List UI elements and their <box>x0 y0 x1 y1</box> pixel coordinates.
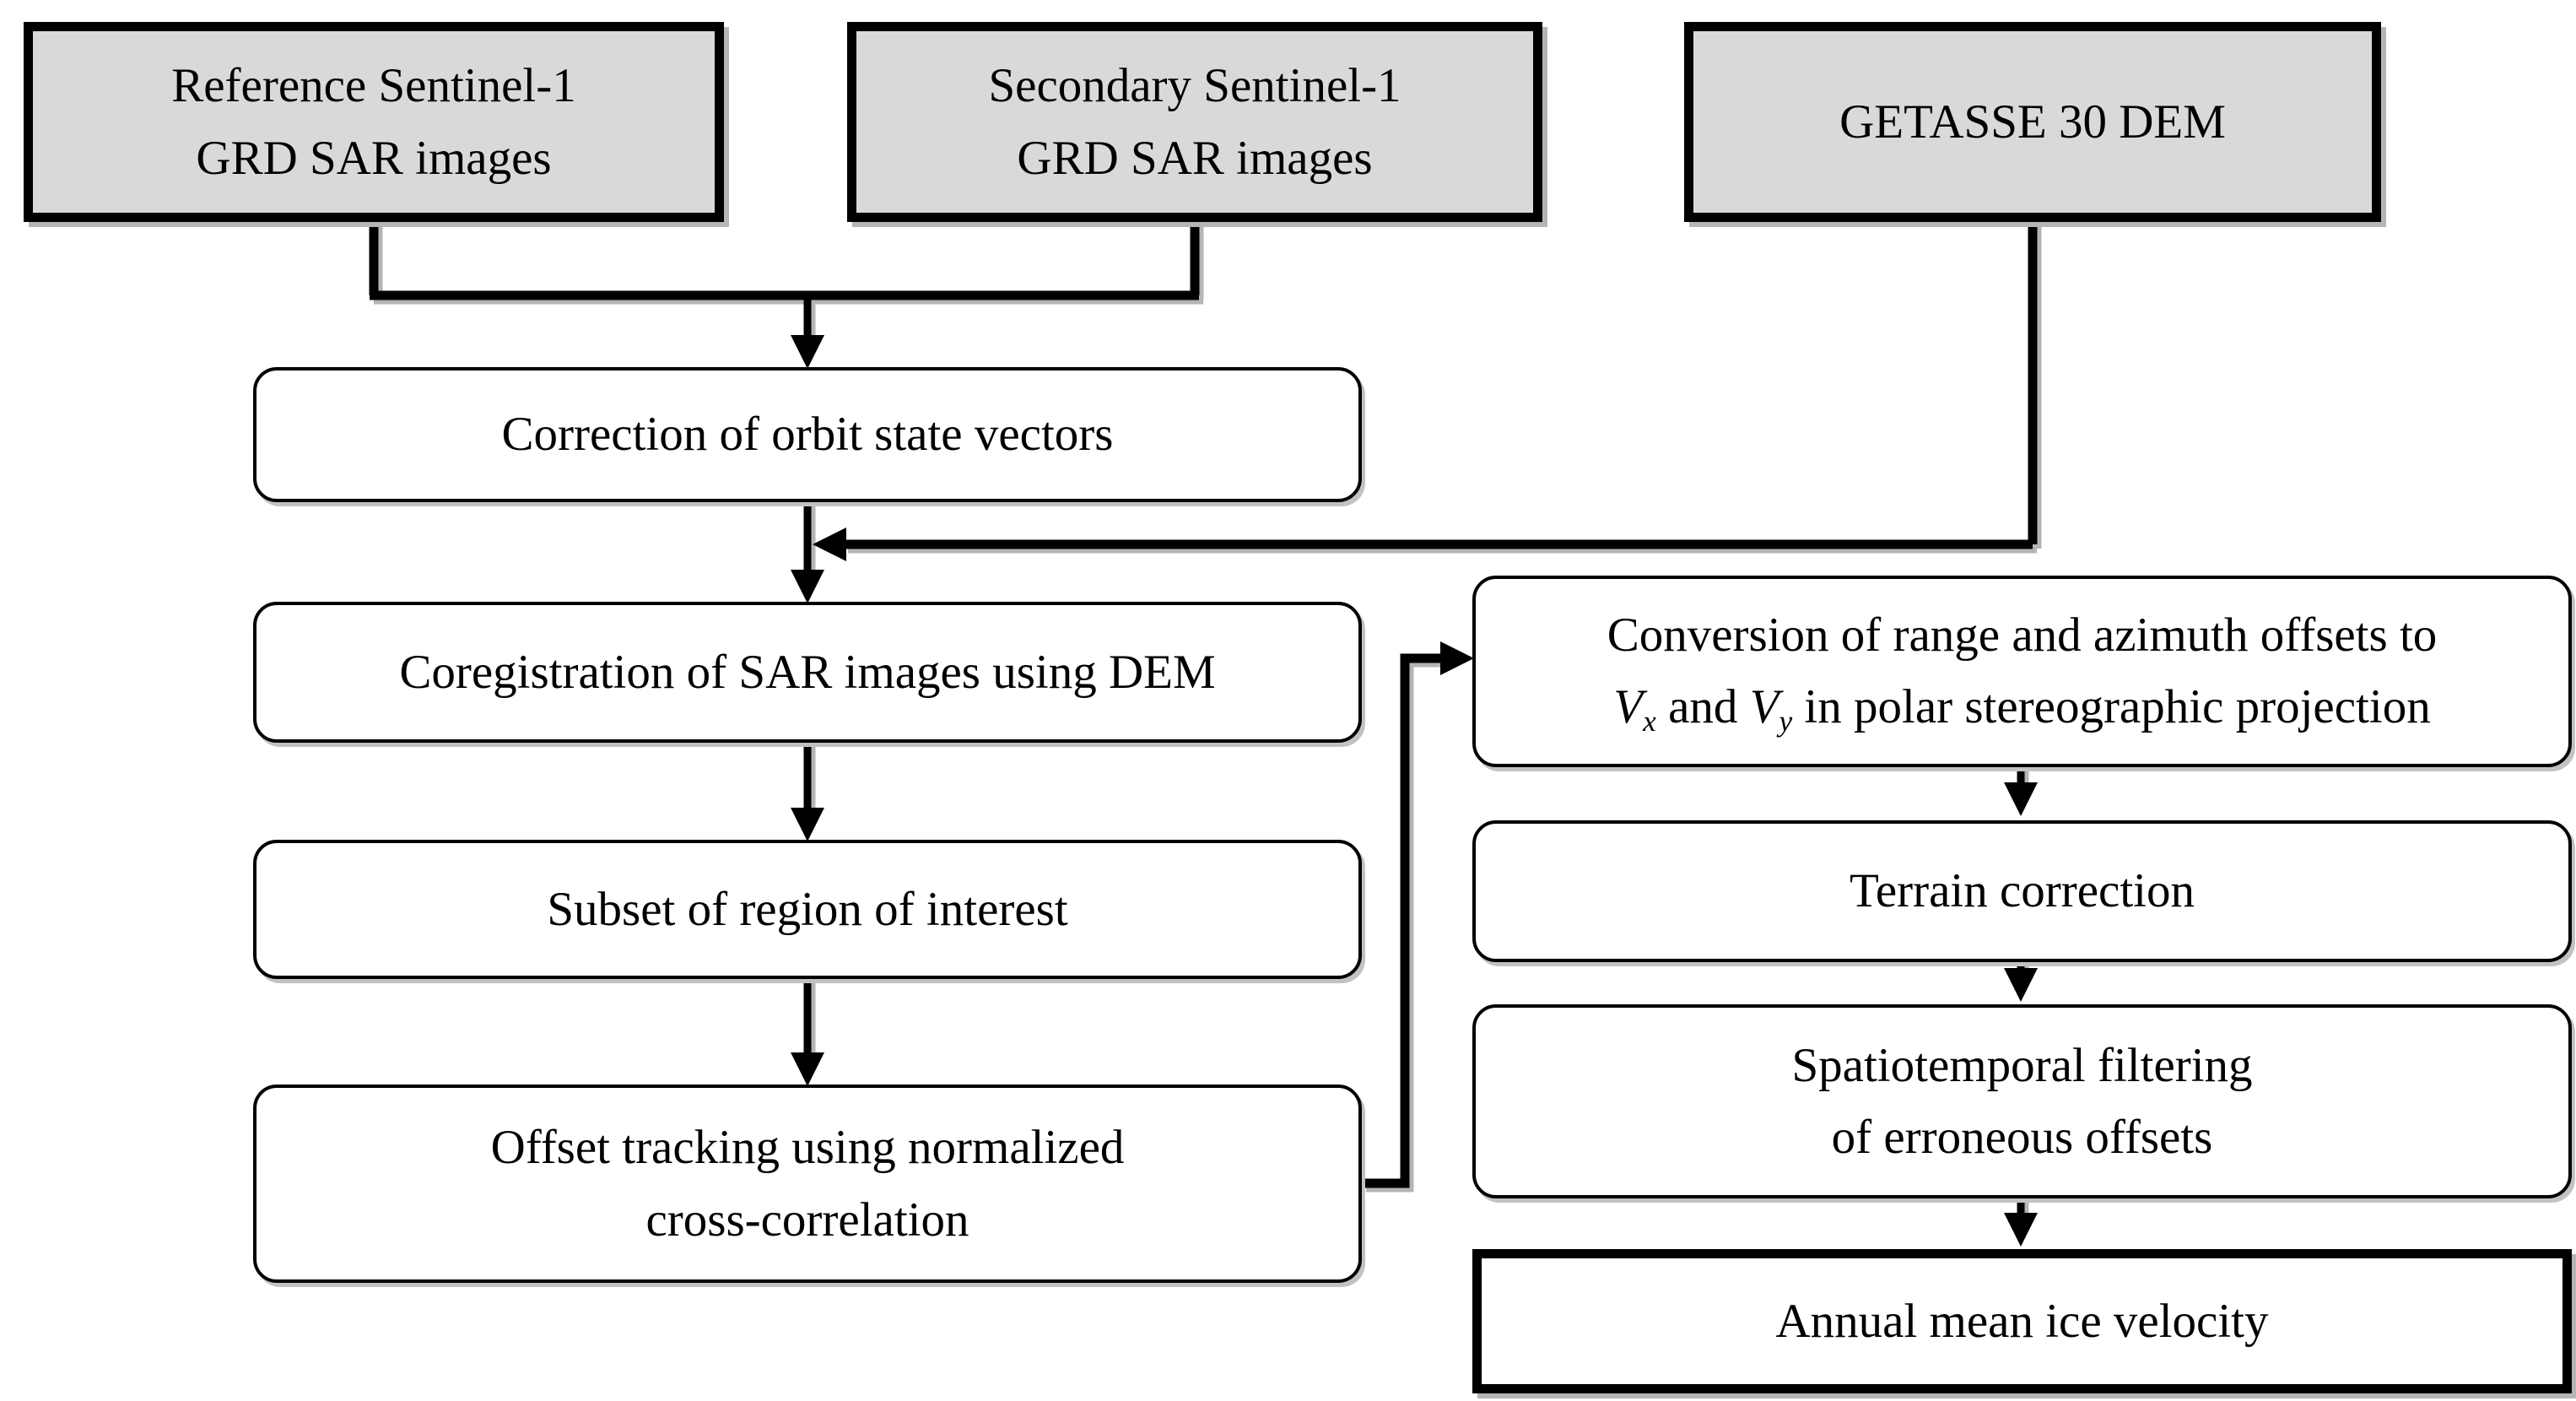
box-offset-tracking-step: Offset tracking using normalized cross-c… <box>253 1085 1362 1283</box>
arrowhead-into-offset <box>791 1052 824 1086</box>
box-filtering-line2: of erroneous offsets <box>1831 1111 2213 1164</box>
box-conversion-line2: Vx and Vy in polar stereographic project… <box>1613 680 2431 738</box>
box-conversion-line1: Conversion of range and azimuth offsets … <box>1607 608 2438 662</box>
box-secondary-sentinel1-input: Secondary Sentinel-1 GRD SAR images <box>847 22 1542 222</box>
arrowhead-into-terrain <box>2004 782 2038 816</box>
box-dem-line1: GETASSE 30 DEM <box>1839 95 2226 149</box>
box-reference-line1: Reference Sentinel-1 <box>171 59 576 112</box>
box-orbit-line1: Correction of orbit state vectors <box>501 408 1114 462</box>
arrowhead-into-output <box>2004 1213 2038 1247</box>
box-subset-line1: Subset of region of interest <box>547 882 1068 936</box>
box-secondary-line1: Secondary Sentinel-1 <box>988 59 1401 112</box>
box-offset-line2: cross-correlation <box>645 1193 969 1247</box>
box-subset-roi-step: Subset of region of interest <box>253 840 1362 979</box>
arrowhead-into-filtering <box>2004 968 2038 1002</box>
connectors <box>369 218 2038 1247</box>
box-offset-line1: Offset tracking using normalized <box>490 1121 1125 1174</box>
arrowhead-into-orbit <box>791 335 824 369</box>
box-terrain-line1: Terrain correction <box>1849 864 2195 918</box>
box-terrain-correction-step: Terrain correction <box>1472 820 2572 962</box>
box-output-line1: Annual mean ice velocity <box>1775 1294 2269 1348</box>
box-filtering-line1: Spatiotemporal filtering <box>1791 1038 2253 1092</box>
arrowhead-dem-left <box>813 527 846 561</box>
box-spatiotemporal-filtering-step: Spatiotemporal filtering of erroneous of… <box>1472 1004 2572 1198</box>
arrowhead-into-conversion <box>1440 641 1474 675</box>
box-reference-line2: GRD SAR images <box>196 131 552 185</box>
box-annual-mean-ice-velocity-result: Annual mean ice velocity <box>1472 1249 2572 1393</box>
box-secondary-line2: GRD SAR images <box>1017 131 1373 185</box>
box-getasse-dem-input: GETASSE 30 DEM <box>1684 22 2381 222</box>
connector-offset-conversion <box>1362 653 1445 1188</box>
box-coregistration-line1: Coregistration of SAR images using DEM <box>399 645 1216 699</box>
box-coregistration-step: Coregistration of SAR images using DEM <box>253 602 1362 743</box>
box-velocity-conversion-step: Conversion of range and azimuth offsets … <box>1472 576 2572 767</box>
arrowhead-into-subset <box>791 808 824 841</box>
box-orbit-correction-step: Correction of orbit state vectors <box>253 367 1362 502</box>
arrowhead-into-coregistration <box>791 570 824 603</box>
box-reference-sentinel1-input: Reference Sentinel-1 GRD SAR images <box>24 22 724 222</box>
